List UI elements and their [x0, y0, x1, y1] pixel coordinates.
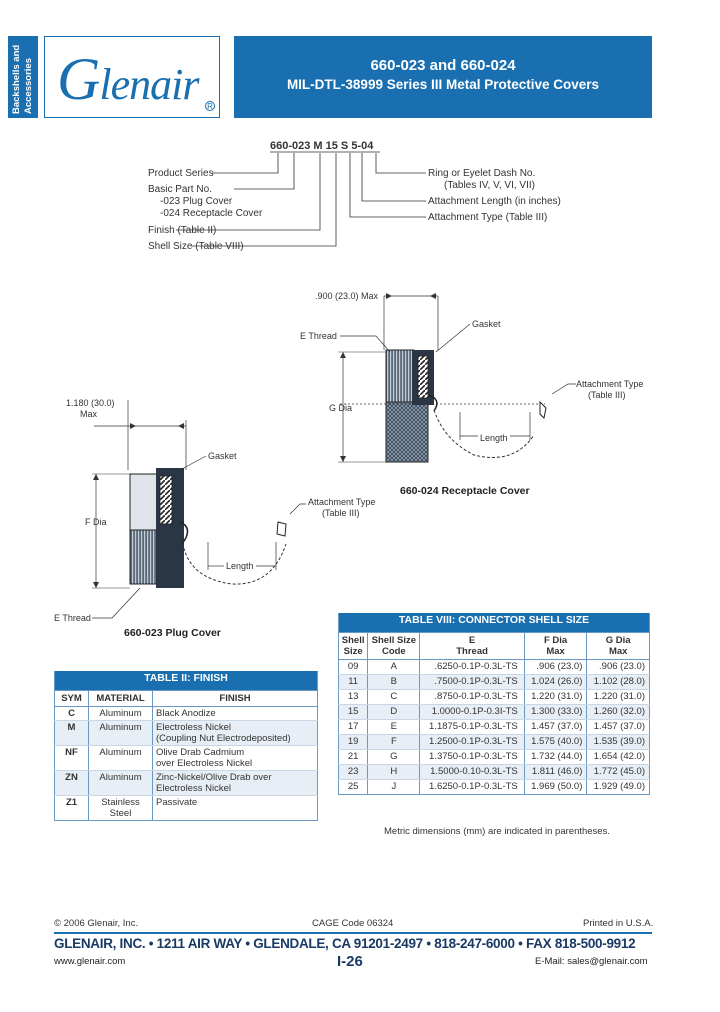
finish-header-sym: SYM [54, 689, 89, 707]
section-side-tab: Backshells and Accessories [8, 36, 38, 118]
finish-table-title: TABLE II: FINISH [54, 671, 318, 690]
page-title: 660-023 and 660-024 [370, 57, 516, 74]
part-number-code: 660-023 M 15 S 5-04 [270, 140, 374, 152]
website-link[interactable]: www.glenair.com [54, 956, 126, 967]
pn-label-shell-size: Shell Size (Table VIII) [148, 241, 244, 252]
logo-wordmark: Glenair [57, 46, 199, 112]
finish-header-finish: FINISH [152, 689, 318, 707]
receptacle-length-label: Length [480, 433, 508, 443]
pn-label-product-series: Product Series [148, 168, 214, 179]
plug-length-label: Length [226, 561, 254, 571]
company-address: GLENAIR, INC. • 1211 AIR WAY • GLENDALE,… [54, 936, 636, 951]
receptacle-attachment-type-label: Attachment Type [576, 379, 644, 389]
footer-divider [54, 932, 652, 934]
plug-cover-caption: 660-023 Plug Cover [124, 627, 221, 639]
finish-table: TABLE II: FINISH SYM MATERIAL FINISH C A… [54, 671, 318, 821]
pn-label-finish: Finish (Table II) [148, 225, 217, 236]
receptacle-g-dia-label: G Dia [329, 403, 353, 413]
registered-mark-icon: R [205, 101, 215, 111]
glenair-logo: Glenair R [44, 36, 220, 118]
cage-code: CAGE Code 06324 [312, 918, 394, 929]
receptacle-attachment-table-label: (Table III) [588, 390, 626, 400]
page-title-banner: 660-023 and 660-024 MIL-DTL-38999 Series… [234, 36, 652, 118]
copyright: © 2006 Glenair, Inc. [54, 918, 139, 929]
plug-f-dia-label: F Dia [85, 517, 107, 527]
pn-label-receptacle-cover: -024 Receptacle Cover [160, 208, 263, 219]
pn-label-attachment-length: Attachment Length (in inches) [428, 196, 561, 207]
email-link[interactable]: E-Mail: sales@glenair.com [535, 956, 648, 967]
finish-header-material: MATERIAL [88, 689, 153, 707]
plug-e-thread-label: E Thread [54, 613, 91, 623]
receptacle-cover-caption: 660-024 Receptacle Cover [400, 485, 530, 497]
table-row: Z1 Stainless Steel Passivate [54, 795, 318, 821]
pn-label-tables: (Tables IV, V, VI, VII) [444, 180, 535, 191]
part-number-leaders [176, 151, 426, 247]
shell-table-title: TABLE VIII: CONNECTOR SHELL SIZE [338, 613, 650, 632]
receptacle-e-thread-label: E Thread [300, 331, 337, 341]
page-number: I-26 [337, 953, 363, 970]
metric-note: Metric dimensions (mm) are indicated in … [384, 826, 610, 837]
receptacle-cover-drawing [338, 293, 576, 463]
page-subtitle: MIL-DTL-38999 Series III Metal Protectiv… [286, 77, 600, 92]
pn-label-plug-cover: -023 Plug Cover [160, 196, 233, 207]
plug-max-dim-1: 1.180 (30.0) [66, 398, 115, 408]
printed-in: Printed in U.S.A. [583, 918, 654, 929]
plug-gasket-label: Gasket [208, 451, 237, 461]
plug-cover-drawing [92, 400, 306, 619]
pn-label-ring-eyelet: Ring or Eyelet Dash No. [428, 168, 536, 179]
table-row: C Aluminum Black Anodize [54, 706, 318, 721]
plug-attachment-type-label: Attachment Type [308, 497, 376, 507]
pn-label-basic-part: Basic Part No. [148, 184, 212, 195]
plug-max-dim-2: Max [80, 409, 98, 419]
receptacle-gasket-label: Gasket [472, 319, 501, 329]
plug-attachment-table-label: (Table III) [322, 508, 360, 518]
receptacle-max-dim: .900 (23.0) Max [315, 291, 379, 301]
pn-label-attachment-type: Attachment Type (Table III) [428, 212, 548, 223]
table-row: M Aluminum Electroless Nickel(Coupling N… [54, 720, 318, 746]
